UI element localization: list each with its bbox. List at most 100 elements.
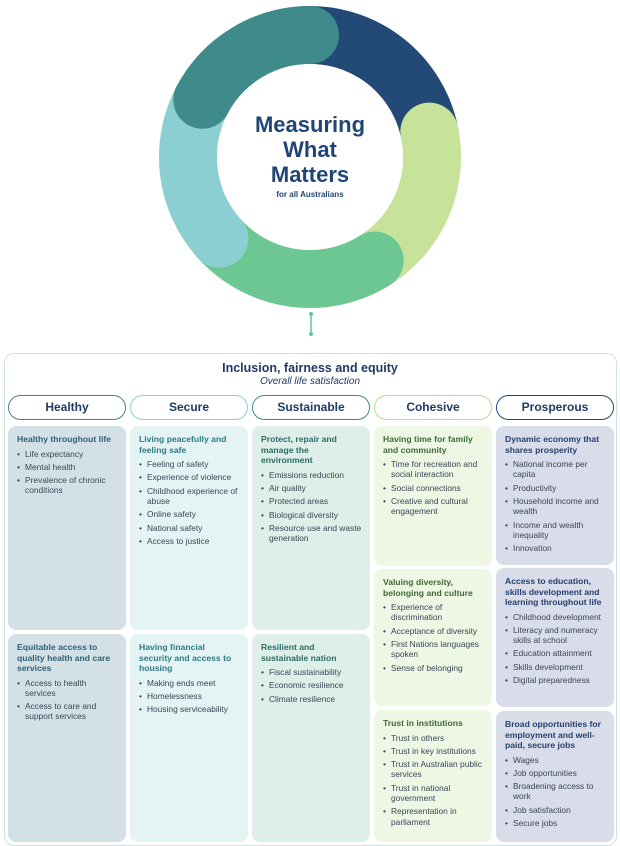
indicator-list: Childhood developmentLiteracy and numera… <box>505 612 606 686</box>
column-header-healthy: Healthy <box>8 395 126 420</box>
indicator-item: Childhood development <box>505 612 606 622</box>
prosperous-domain-box: Access to education, skills development … <box>496 568 614 707</box>
cohesive-domain-box: Trust in institutionsTrust in othersTrus… <box>374 710 492 842</box>
domain-box-title: Trust in institutions <box>383 718 463 728</box>
healthy-domain-box: Healthy throughout lifeLife expectancyMe… <box>8 426 126 630</box>
connector-dot-bottom <box>309 332 313 336</box>
title-line-1: Measuring <box>254 112 366 137</box>
cohesive-domain-box: Valuing diversity, belonging and culture… <box>374 569 492 706</box>
indicator-item: Income and wealth inequality <box>505 520 606 540</box>
title-line-3: Matters <box>270 162 350 187</box>
indicator-list: Time for recreation and social interacti… <box>383 459 484 516</box>
indicator-list: Access to health servicesAccess to care … <box>17 678 118 722</box>
domain-box-title: Living peacefully and feeling safe <box>139 434 227 455</box>
indicator-item: Online safety <box>139 509 240 519</box>
connector-dot-top <box>309 312 313 316</box>
indicator-item: First Nations languages spoken <box>383 639 484 659</box>
indicator-item: Skills development <box>505 662 606 672</box>
indicator-item: Climate resilience <box>261 694 362 704</box>
indicator-item: Productivity <box>505 483 606 493</box>
ring-center-title: Measuring What Matters for all Australia… <box>150 112 470 199</box>
indicator-item: Job satisfaction <box>505 805 606 815</box>
domain-box-title: Healthy throughout life <box>17 434 112 444</box>
indicator-item: Wages <box>505 755 606 765</box>
title-line-2: What <box>283 137 337 162</box>
ring-center <box>217 64 403 250</box>
measuring-what-matters-ring: Measuring What Matters for all Australia… <box>150 2 470 314</box>
column-header-sustainable: Sustainable <box>252 395 370 420</box>
indicator-list: Life expectancyMental healthPrevalence o… <box>17 449 118 496</box>
panel-subheading: Overall life satisfaction <box>259 376 361 387</box>
domain-box-title: Dynamic economy that shares prosperity <box>505 434 600 455</box>
indicator-item: Literacy and numeracy skills at school <box>505 625 606 645</box>
domain-box-title: Equitable access to quality health and c… <box>17 642 111 673</box>
indicator-item: Homelessness <box>139 691 240 701</box>
indicator-item: Education attainment <box>505 648 606 658</box>
indicator-item: Biological diversity <box>261 510 362 520</box>
healthy-domain-box: Equitable access to quality health and c… <box>8 634 126 842</box>
indicator-list: WagesJob opportunitiesBroadening access … <box>505 755 606 829</box>
indicator-item: Making ends meet <box>139 678 240 688</box>
domain-box-title: Valuing diversity, belonging and culture <box>383 577 473 598</box>
indicator-item: Experience of violence <box>139 472 240 482</box>
prosperous-domain-box: Dynamic economy that shares prosperityNa… <box>496 426 614 565</box>
cohesive-domain-box: Having time for family and communityTime… <box>374 426 492 566</box>
indicator-item: Creative and cultural engagement <box>383 496 484 516</box>
column-header-secure: Secure <box>130 395 248 420</box>
indicator-item: Broadening access to work <box>505 781 606 801</box>
ring-graphic <box>159 6 461 308</box>
ring-segment-teal <box>173 6 339 129</box>
indicator-item: Trust in others <box>383 733 484 743</box>
indicator-item: Social connections <box>383 483 484 493</box>
prosperous-domain-box: Broad opportunities for employment and w… <box>496 711 614 842</box>
domain-box-title: Broad opportunities for employment and w… <box>505 719 601 750</box>
indicator-item: Housing serviceability <box>139 704 240 714</box>
sustainable-domain-box: Resilient and sustainable nationFiscal s… <box>252 634 370 842</box>
indicator-item: Representation in parliament <box>383 806 484 826</box>
indicator-item: Fiscal sustainability <box>261 667 362 677</box>
indicator-list: National income per capitaProductivityHo… <box>505 459 606 554</box>
domain-box-title: Resilient and sustainable nation <box>261 642 337 663</box>
secure-domain-box: Living peacefully and feeling safeFeelin… <box>130 426 248 630</box>
indicator-item: Economic resilience <box>261 680 362 690</box>
indicator-list: Feeling of safetyExperience of violenceC… <box>139 459 240 547</box>
indicator-item: Household income and wealth <box>505 496 606 516</box>
indicator-list: Experience of discriminationAcceptance o… <box>383 602 484 673</box>
indicator-item: Life expectancy <box>17 449 118 459</box>
indicator-list: Emissions reductionAir qualityProtected … <box>261 470 362 544</box>
indicator-item: Trust in national government <box>383 783 484 803</box>
indicator-item: Trust in Australian public services <box>383 759 484 779</box>
column-header-cohesive: Cohesive <box>374 395 492 420</box>
indicator-item: Acceptance of diversity <box>383 626 484 636</box>
secure-domain-box: Having financial security and access to … <box>130 634 248 842</box>
indicator-item: Mental health <box>17 462 118 472</box>
indicator-item: Time for recreation and social interacti… <box>383 459 484 479</box>
ring-subtitle: for all Australians <box>276 190 344 199</box>
indicator-item: Feeling of safety <box>139 459 240 469</box>
indicator-item: Protected areas <box>261 496 362 506</box>
panel-heading: Inclusion, fairness and equity <box>222 361 398 375</box>
indicator-item: National income per capita <box>505 459 606 479</box>
indicator-list: Trust in othersTrust in key institutions… <box>383 733 484 827</box>
indicator-item: Access to justice <box>139 536 240 546</box>
indicator-item: Access to health services <box>17 678 118 698</box>
indicator-item: Digital preparedness <box>505 675 606 685</box>
indicator-item: Sense of belonging <box>383 663 484 673</box>
domain-box-title: Having time for family and community <box>383 434 473 455</box>
domain-box-title: Protect, repair and manage the environme… <box>261 434 337 465</box>
indicator-item: Job opportunities <box>505 768 606 778</box>
indicator-item: Prevalence of chronic conditions <box>17 475 118 495</box>
indicator-item: Access to care and support services <box>17 701 118 721</box>
indicator-item: Secure jobs <box>505 818 606 828</box>
indicator-item: Innovation <box>505 543 606 553</box>
sustainable-domain-box: Protect, repair and manage the environme… <box>252 426 370 630</box>
indicator-item: Air quality <box>261 483 362 493</box>
indicator-list: Fiscal sustainabilityEconomic resilience… <box>261 667 362 704</box>
indicator-item: Resource use and waste generation <box>261 523 362 543</box>
domain-box-title: Having financial security and access to … <box>139 642 232 673</box>
indicator-item: Childhood experience of abuse <box>139 486 240 506</box>
indicator-item: Emissions reduction <box>261 470 362 480</box>
indicator-item: Trust in key institutions <box>383 746 484 756</box>
column-header-prosperous: Prosperous <box>496 395 614 420</box>
domain-box-title: Access to education, skills development … <box>505 576 602 607</box>
